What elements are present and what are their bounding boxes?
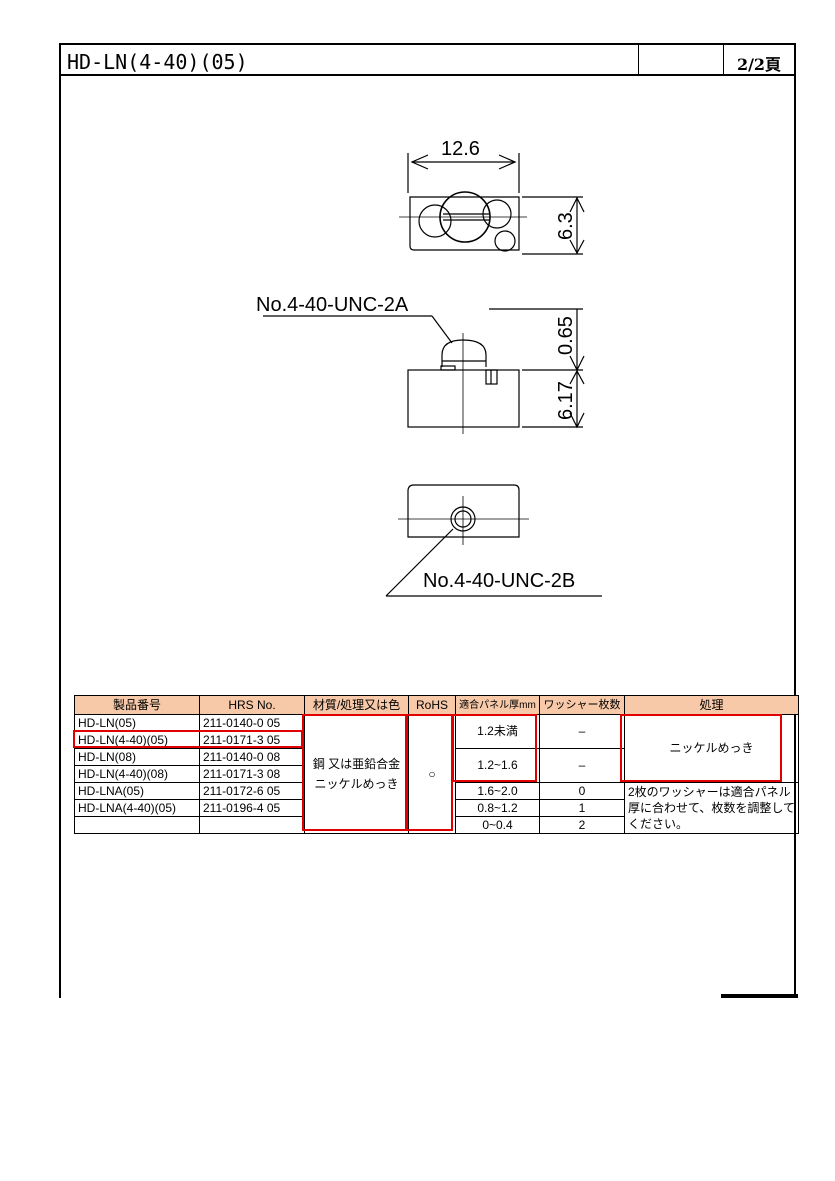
drawing-title: HD-LN(4-40)(05) [67, 50, 248, 74]
dimension-height: 6.3 [555, 212, 577, 240]
table-row: HD-LNA(4-40)(05) 211-0196-4 05 0.8~1.2 1 [74, 799, 799, 817]
material-cell: 鋼 又は亜鉛合金 ニッケルめっき [304, 714, 409, 834]
table-header-row: 製品番号 HRS No. 材質/処理又は色 RoHS 適合パネル厚mm ワッシャ… [74, 695, 800, 715]
dimension-body: 6.17 [555, 381, 577, 420]
material-line-2: ニッケルめっき [314, 777, 399, 791]
panel-thickness: 1.2~1.6 [455, 748, 540, 783]
callout-thread-2b: No.4-40-UNC-2B [423, 570, 575, 592]
table-row: 0~0.4 2 [74, 816, 799, 834]
washer-count: 1 [539, 799, 625, 817]
bottom-rule [721, 994, 798, 998]
part-number: HD-LN(05) [74, 714, 200, 732]
washer-count: 2 [539, 816, 625, 834]
header-hrs-no: HRS No. [199, 695, 305, 715]
page-number: 2/2頁 [736, 55, 782, 74]
hrs-number: 211-0172-6 05 [199, 782, 305, 800]
table-row: HD-LN(05) 211-0140-0 05 鋼 又は亜鉛合金 ニッケルめっき… [74, 714, 800, 834]
washer-count: – [539, 748, 625, 783]
rohs-cell: ○ [408, 714, 456, 834]
table-row: HD-LN(08) 211-0140-0 08 1.2~1.6 – [74, 748, 799, 783]
hrs-number: 211-0171-3 05 [199, 731, 305, 749]
part-number: HD-LNA(05) [74, 782, 200, 800]
material-line-1: 鋼 又は亜鉛合金 [312, 757, 401, 771]
washer-count: 0 [539, 782, 625, 800]
title-blank-cell [638, 45, 724, 74]
treatment-plating: ニッケルめっき [623, 714, 800, 783]
header-rohs: RoHS [408, 695, 456, 715]
table-row: HD-LN(4-40)(05) 211-0171-3 05 [74, 731, 799, 749]
washer-count: – [539, 714, 625, 749]
part-number: HD-LN(4-40)(05) [74, 731, 200, 749]
callout-thread-2a: No.4-40-UNC-2A [256, 294, 409, 316]
part-number: HD-LN(4-40)(08) [74, 765, 200, 783]
header-part-number: 製品番号 [74, 695, 200, 715]
panel-thickness: 0~0.4 [455, 816, 540, 834]
table-row: HD-LNA(05) 211-0172-6 05 1.6~2.0 0 2枚のワッ… [74, 782, 800, 834]
header-panel-thickness: 適合パネル厚mm [455, 695, 540, 715]
panel-thickness: 0.8~1.2 [455, 799, 540, 817]
panel-thickness: 1.6~2.0 [455, 782, 540, 800]
treatment-note-line-3: ください。 [628, 817, 689, 831]
top-view [399, 153, 585, 255]
hrs-number: 211-0140-0 05 [199, 714, 305, 732]
bottom-view [385, 484, 602, 597]
part-number: HD-LNA(4-40)(05) [74, 799, 200, 817]
spec-table: 製品番号 HRS No. 材質/処理又は色 RoHS 適合パネル厚mm ワッシャ… [74, 695, 800, 834]
header-material: 材質/処理又は色 [304, 695, 409, 715]
panel-thickness: 1.2未満 [455, 714, 540, 749]
treatment-note: 2枚のワッシャーは適合パネル 厚に合わせて、枚数を調整して ください。 [623, 782, 800, 834]
part-number [74, 816, 200, 834]
hrs-number: 211-0171-3 08 [199, 765, 305, 783]
hrs-number: 211-0196-4 05 [199, 799, 305, 817]
treatment-note-line-2: 厚に合わせて、枚数を調整して [628, 801, 796, 815]
treatment-note-line-1: 2枚のワッシャーは適合パネル [628, 785, 791, 799]
part-number: HD-LN(08) [74, 748, 200, 766]
header-treatment: 処理 [623, 695, 800, 715]
hrs-number: 211-0140-0 08 [199, 748, 305, 766]
dimension-head: 0.65 [555, 316, 577, 355]
dimension-width: 12.6 [441, 138, 480, 160]
header-washer-count: ワッシャー枚数 [539, 695, 625, 715]
hrs-number [199, 816, 305, 834]
side-view [263, 308, 585, 434]
title-block: HD-LN(4-40)(05) 2/2頁 [59, 43, 796, 76]
